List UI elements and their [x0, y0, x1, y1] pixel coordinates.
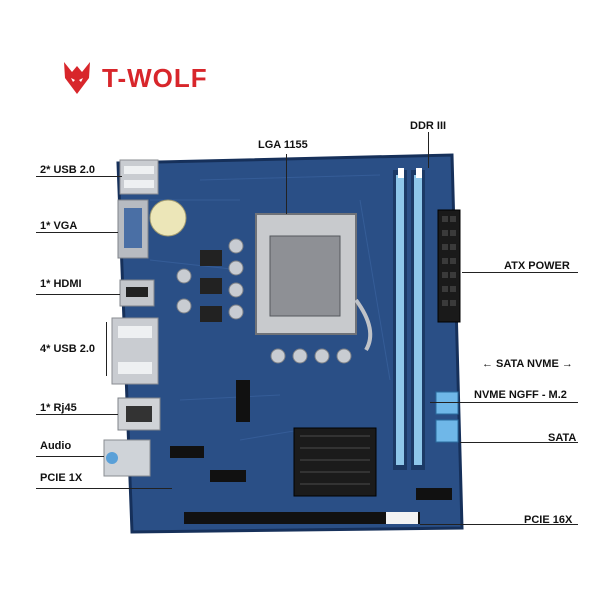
sata-port-2 — [435, 419, 459, 443]
callout-line-rj45 — [36, 414, 118, 415]
label-usb-rear: 4* USB 2.0 — [40, 343, 96, 355]
label-pcie1x: PCIE 1X — [40, 472, 83, 484]
brand-name: T-WOLF — [102, 62, 208, 93]
wolf-icon — [64, 62, 90, 94]
callout-line-pcie1x — [36, 488, 172, 489]
pcie-16x-slot — [184, 512, 420, 524]
chipset-heatsink — [293, 427, 377, 497]
label-atx-power: ATX POWER — [504, 260, 570, 272]
callout-line-audio — [36, 456, 104, 457]
atx-power-connector — [437, 209, 461, 323]
label-hdmi: 1* HDMI — [40, 278, 82, 290]
callout-line-sata — [460, 442, 578, 443]
callout-line-hdmi — [36, 294, 120, 295]
callout-line-atx — [462, 272, 578, 273]
callout-line-pcie16x — [420, 524, 578, 525]
pcie-1x-slot — [170, 446, 204, 458]
callout-line-socket — [286, 154, 287, 214]
usb-top-port — [119, 159, 159, 195]
label-socket: LGA 1155 — [258, 139, 308, 151]
ddr-slot-2 — [414, 175, 422, 465]
callout-line-vga — [36, 232, 118, 233]
label-audio: Audio — [40, 440, 72, 452]
callout-bracket-usb — [106, 322, 107, 376]
label-usb-top: 2* USB 2.0 — [40, 164, 96, 176]
callout-line-nvme-ngff — [430, 402, 578, 403]
label-sata: SATA — [548, 432, 577, 444]
callout-line-ddr — [428, 132, 429, 168]
label-ddr: DDR III — [410, 120, 447, 132]
label-sata-nvme: ← SATA NVME → — [482, 358, 573, 370]
hdmi-port — [119, 279, 155, 307]
ddr-slot-1 — [396, 175, 404, 465]
label-nvme-ngff: NVME NGFF - M.2 — [474, 389, 567, 401]
sata-port-1 — [435, 391, 459, 415]
callout-line-usb-top — [36, 176, 122, 177]
label-rj45: 1* Rj45 — [40, 402, 77, 414]
cmos-battery — [149, 199, 187, 237]
brand-logo: T-WOLF — [60, 58, 208, 98]
label-pcie16x: PCIE 16X — [524, 514, 573, 526]
m2-slot — [236, 380, 250, 422]
label-vga: 1* VGA — [40, 220, 78, 232]
